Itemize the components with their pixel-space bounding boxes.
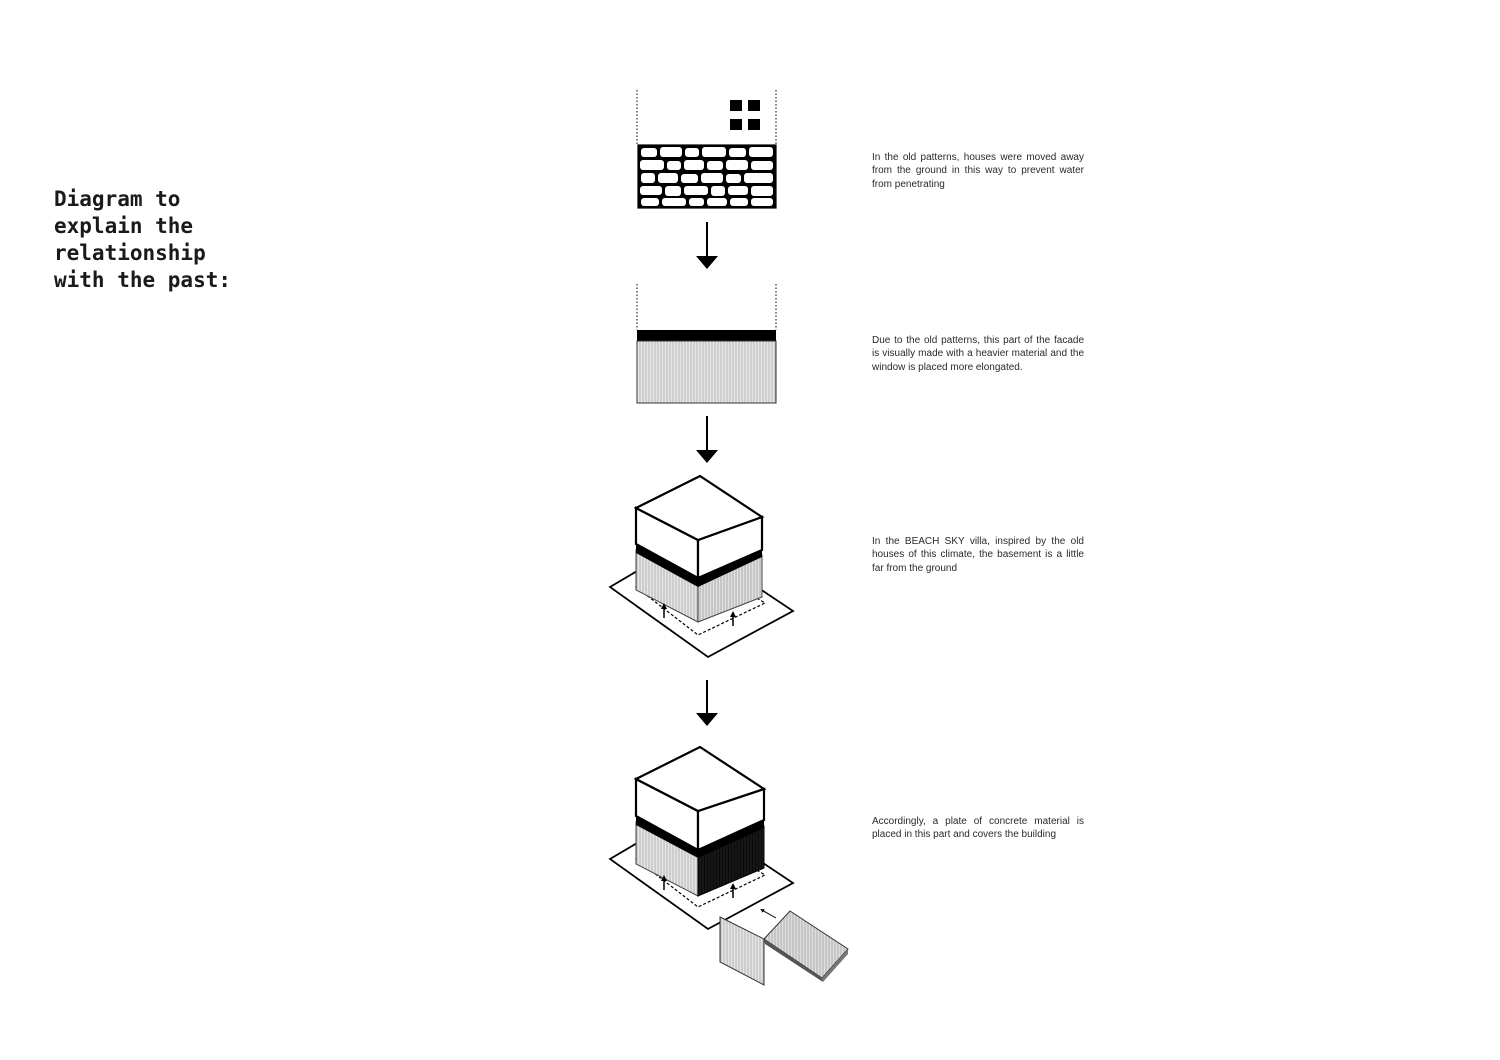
window-grid-icon [730,100,760,130]
down-arrow-icon [696,222,718,269]
step-3-caption: In the BEACH SKY villa, inspired by the … [872,536,1084,574]
step-1-caption: In the old patterns, houses were moved a… [872,152,1084,190]
down-arrow-icon [696,680,718,726]
step-4-caption: Accordingly, a plate of concrete materia… [872,816,1084,841]
diagram-title: Diagram to explain the relationship with… [54,187,232,292]
isometric-block-icon [608,745,795,931]
step-1-illustration [636,90,777,209]
isometric-block-icon [608,474,795,659]
concrete-plate-icon [719,909,849,986]
down-arrow-icon [696,416,718,463]
stone-wall-icon [637,144,777,209]
step-2-illustration [636,284,777,404]
step-2-caption: Due to the old patterns, this part of th… [872,335,1084,373]
